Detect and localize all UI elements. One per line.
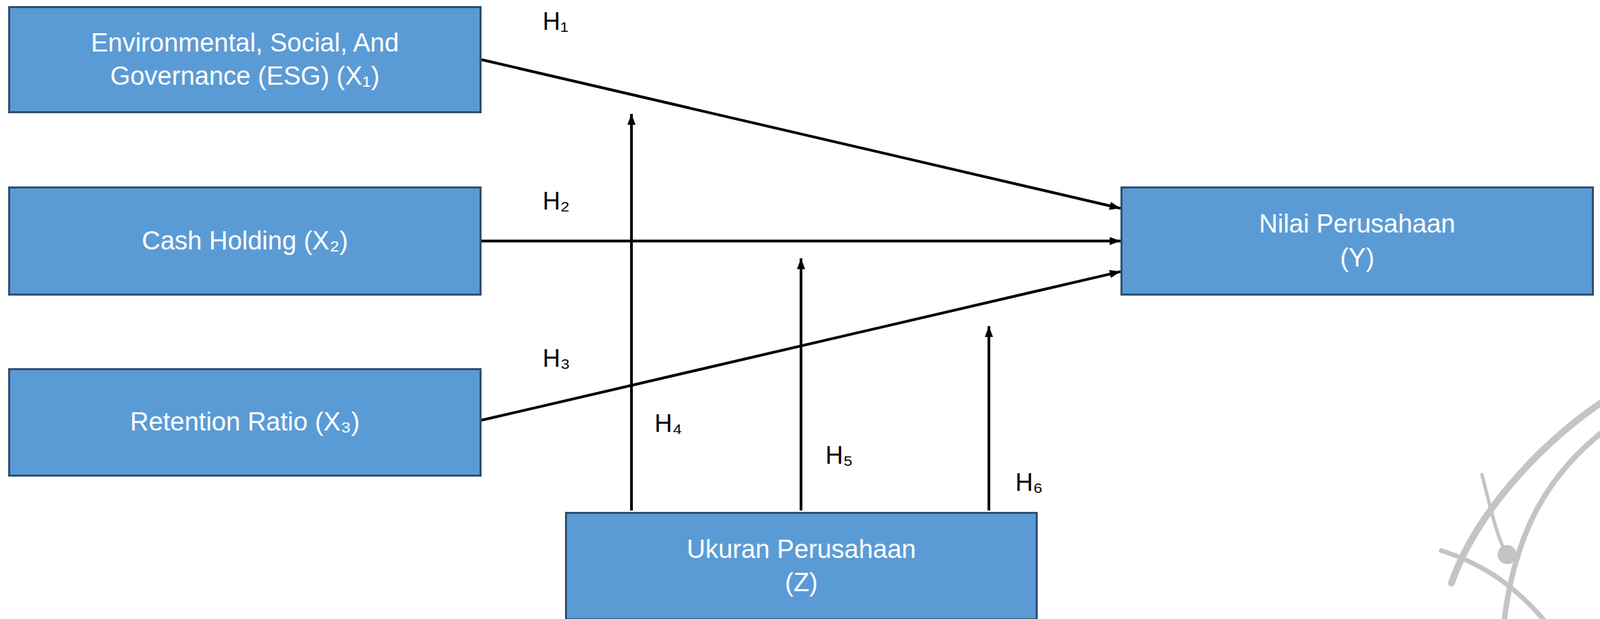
logo-swoosh <box>1451 403 1600 584</box>
variable-box: Environmental, Social, And Governance (E… <box>8 6 482 114</box>
influence-arrow <box>481 271 1121 421</box>
variable-name: Retention Ratio (X₃) <box>130 405 361 439</box>
edge-layer <box>481 59 1121 421</box>
moderator-arrow <box>799 258 803 511</box>
moderator-arrows <box>631 113 989 511</box>
variable-box: Nilai Perusahaan (Y) <box>1120 186 1594 296</box>
hypothesis-label: H₅ <box>825 442 854 470</box>
logo-dot <box>1497 545 1517 565</box>
variable-box: Retention Ratio (X₃) <box>8 368 482 477</box>
hypothesis-label: H₃ <box>542 345 571 373</box>
logo-watermark <box>1441 403 1600 619</box>
logo-swoosh <box>1441 550 1544 619</box>
variable-box: Ukuran Perusahaan (Z) <box>564 512 1038 619</box>
influence-arrow <box>481 59 1121 209</box>
variable-name: Cash Holding (X₂) <box>141 224 348 258</box>
influence-arrow <box>481 240 1121 243</box>
moderator-arrow <box>987 326 991 511</box>
hypothesis-label: H₄ <box>654 410 683 438</box>
variable-name: Nilai Perusahaan (Y) <box>1248 207 1466 275</box>
hypothesis-label: H₂ <box>542 187 570 216</box>
variable-name: Ukuran Perusahaan (Z) <box>679 533 924 601</box>
moderator-arrow <box>630 113 633 511</box>
logo-swoosh <box>1481 474 1508 555</box>
hypothesis-label: H₆ <box>1015 469 1044 497</box>
hypothesis-label: H₁ <box>542 8 569 36</box>
variable-box: Cash Holding (X₂) <box>8 186 482 296</box>
variable-name: Environmental, Social, And Governance (E… <box>27 26 462 94</box>
